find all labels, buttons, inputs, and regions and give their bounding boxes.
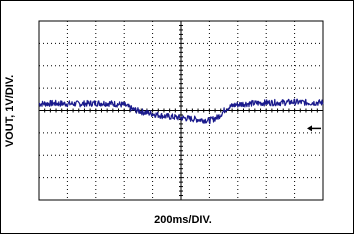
x-axis-label: 200ms/DIV. bbox=[154, 214, 212, 226]
trace-line bbox=[38, 98, 324, 125]
chart-frame: VOUT, 1V/DIV. 200ms/DIV. bbox=[0, 0, 354, 234]
ground-marker-arrowhead bbox=[307, 125, 312, 132]
scope-plot bbox=[38, 20, 324, 201]
y-axis-label: VOUT, 1V/DIV. bbox=[4, 74, 16, 148]
